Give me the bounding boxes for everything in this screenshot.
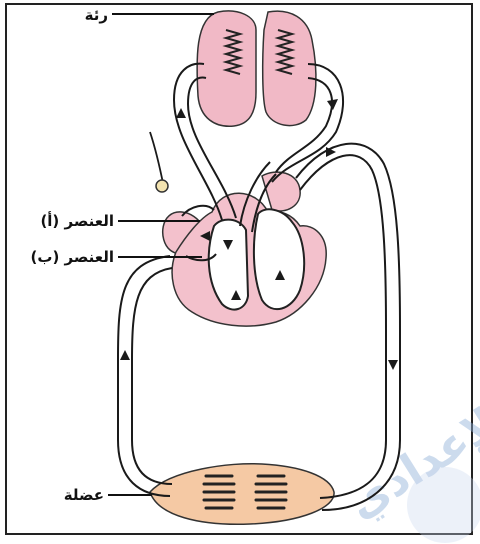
watermark: الإعدادي xyxy=(339,390,480,543)
arrow-to-lungs xyxy=(176,108,186,118)
vena-cava-inner xyxy=(132,268,172,484)
label-muscle: عضلة xyxy=(64,486,104,504)
muscle-tissue xyxy=(150,464,334,525)
label-element-a: العنصر (أ) xyxy=(40,211,114,230)
label-lung: رئة xyxy=(85,6,108,24)
lymph-node xyxy=(156,180,168,192)
left-atrium xyxy=(262,172,300,211)
arrow-up-vena-cava xyxy=(120,350,130,360)
arrow-down-aorta xyxy=(388,360,398,370)
left-lung xyxy=(197,11,256,126)
right-lung xyxy=(263,11,316,125)
label-element-b: العنصر (ب) xyxy=(31,248,114,266)
vena-cava-outer xyxy=(118,256,170,496)
arrow-from-lungs xyxy=(327,99,338,110)
muscle xyxy=(150,464,334,525)
watermark-logo xyxy=(407,467,480,543)
aorta-outer xyxy=(300,155,386,498)
lungs xyxy=(197,11,316,126)
heart xyxy=(163,172,326,326)
